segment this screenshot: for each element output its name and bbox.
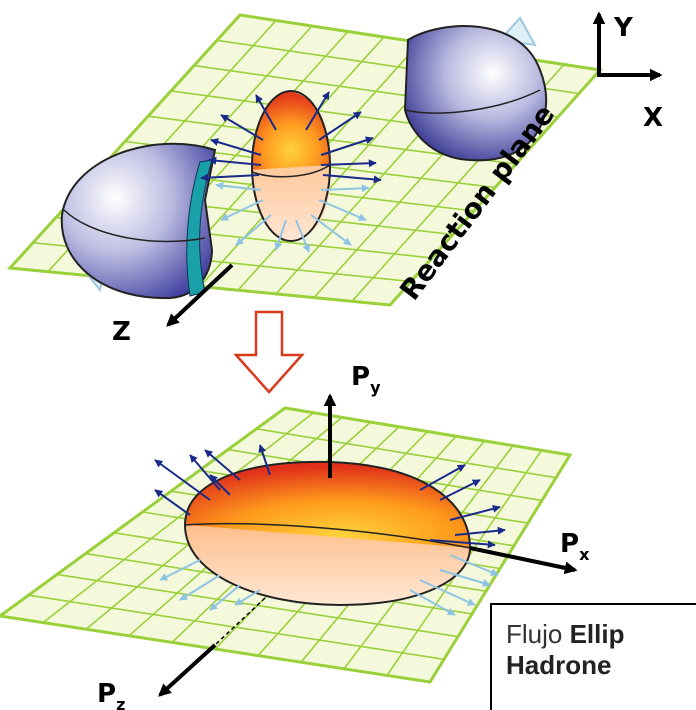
flow-arrow-dark: [322, 174, 382, 184]
coordinate-axes: [592, 11, 663, 82]
caption-box: Flujo Ellip Hadrone: [490, 603, 696, 710]
flow-arrow-light: [320, 184, 370, 193]
expanding-fireball-ellipse: [183, 460, 472, 607]
flow-arrow-light: [159, 559, 201, 581]
flow-arrow-dark: [255, 94, 277, 131]
flow-arrow-dark: [200, 173, 260, 182]
flow-arrow-dark: [305, 91, 330, 131]
overlap-region-almond: [251, 90, 331, 242]
flow-arrow-dark: [204, 449, 241, 481]
flow-arrow-dark: [154, 459, 211, 501]
flow-arrow-light: [449, 554, 499, 576]
flow-arrow-dark: [208, 156, 262, 166]
flow-arrow-light: [234, 589, 261, 606]
flow-arrow-dark: [320, 136, 374, 156]
flow-arrow-light: [220, 199, 264, 221]
flow-arrow-light: [235, 214, 272, 246]
transition-arrow: [233, 310, 305, 394]
y-axis-label: Y: [613, 13, 634, 43]
flow-arrow-dark: [454, 526, 506, 536]
flow-arrow-light: [310, 214, 352, 246]
flow-arrow-light: [215, 181, 262, 191]
flow-arrow-dark: [220, 114, 264, 141]
flow-arrow-light: [439, 569, 491, 587]
flow-arrow-dark: [320, 159, 377, 168]
flow-arrow-dark: [189, 454, 221, 491]
flow-arrow-dark: [154, 489, 191, 516]
spectator-nucleus-right: [403, 16, 548, 162]
flow-arrow-dark: [258, 444, 271, 476]
py-label: Py: [351, 362, 381, 397]
flow-arrow-light: [419, 579, 476, 606]
flow-arrow-light: [179, 574, 221, 601]
flow-arrow-light: [209, 584, 241, 611]
x-axis-label: X: [643, 103, 663, 133]
z-axis-arrow: [166, 263, 234, 327]
flow-arrow-dark: [318, 111, 362, 141]
flow-arrow-dark: [209, 474, 231, 496]
caption-line-1: Flujo Ellip: [506, 619, 625, 649]
flow-arrow-dark: [429, 539, 496, 549]
grid-line: [256, 428, 557, 479]
pz-label: Pz: [97, 679, 125, 710]
pz-axis-dashed: [214, 597, 266, 646]
flow-arrow-dark: [210, 138, 262, 156]
pz-axis-arrow: [158, 643, 217, 697]
flow-arrow-light: [318, 199, 367, 221]
flow-arrows-bottom: [154, 444, 506, 616]
flow-arrows-top: [200, 91, 382, 253]
px-axis-arrow: [469, 546, 578, 575]
flow-arrow-dark: [449, 504, 501, 521]
flow-arrow-light: [409, 589, 456, 616]
caption-line-2: Hadrone: [506, 650, 612, 680]
spectator-nucleus-left: [60, 142, 217, 300]
px-label: Px: [560, 529, 590, 564]
z-axis-label: Z: [112, 317, 131, 347]
flow-arrow-light: [295, 219, 310, 253]
flow-arrow-dark: [419, 464, 466, 491]
flow-arrow-dark: [439, 479, 481, 501]
flow-arrow-light: [274, 219, 287, 251]
grid-line: [28, 594, 445, 661]
